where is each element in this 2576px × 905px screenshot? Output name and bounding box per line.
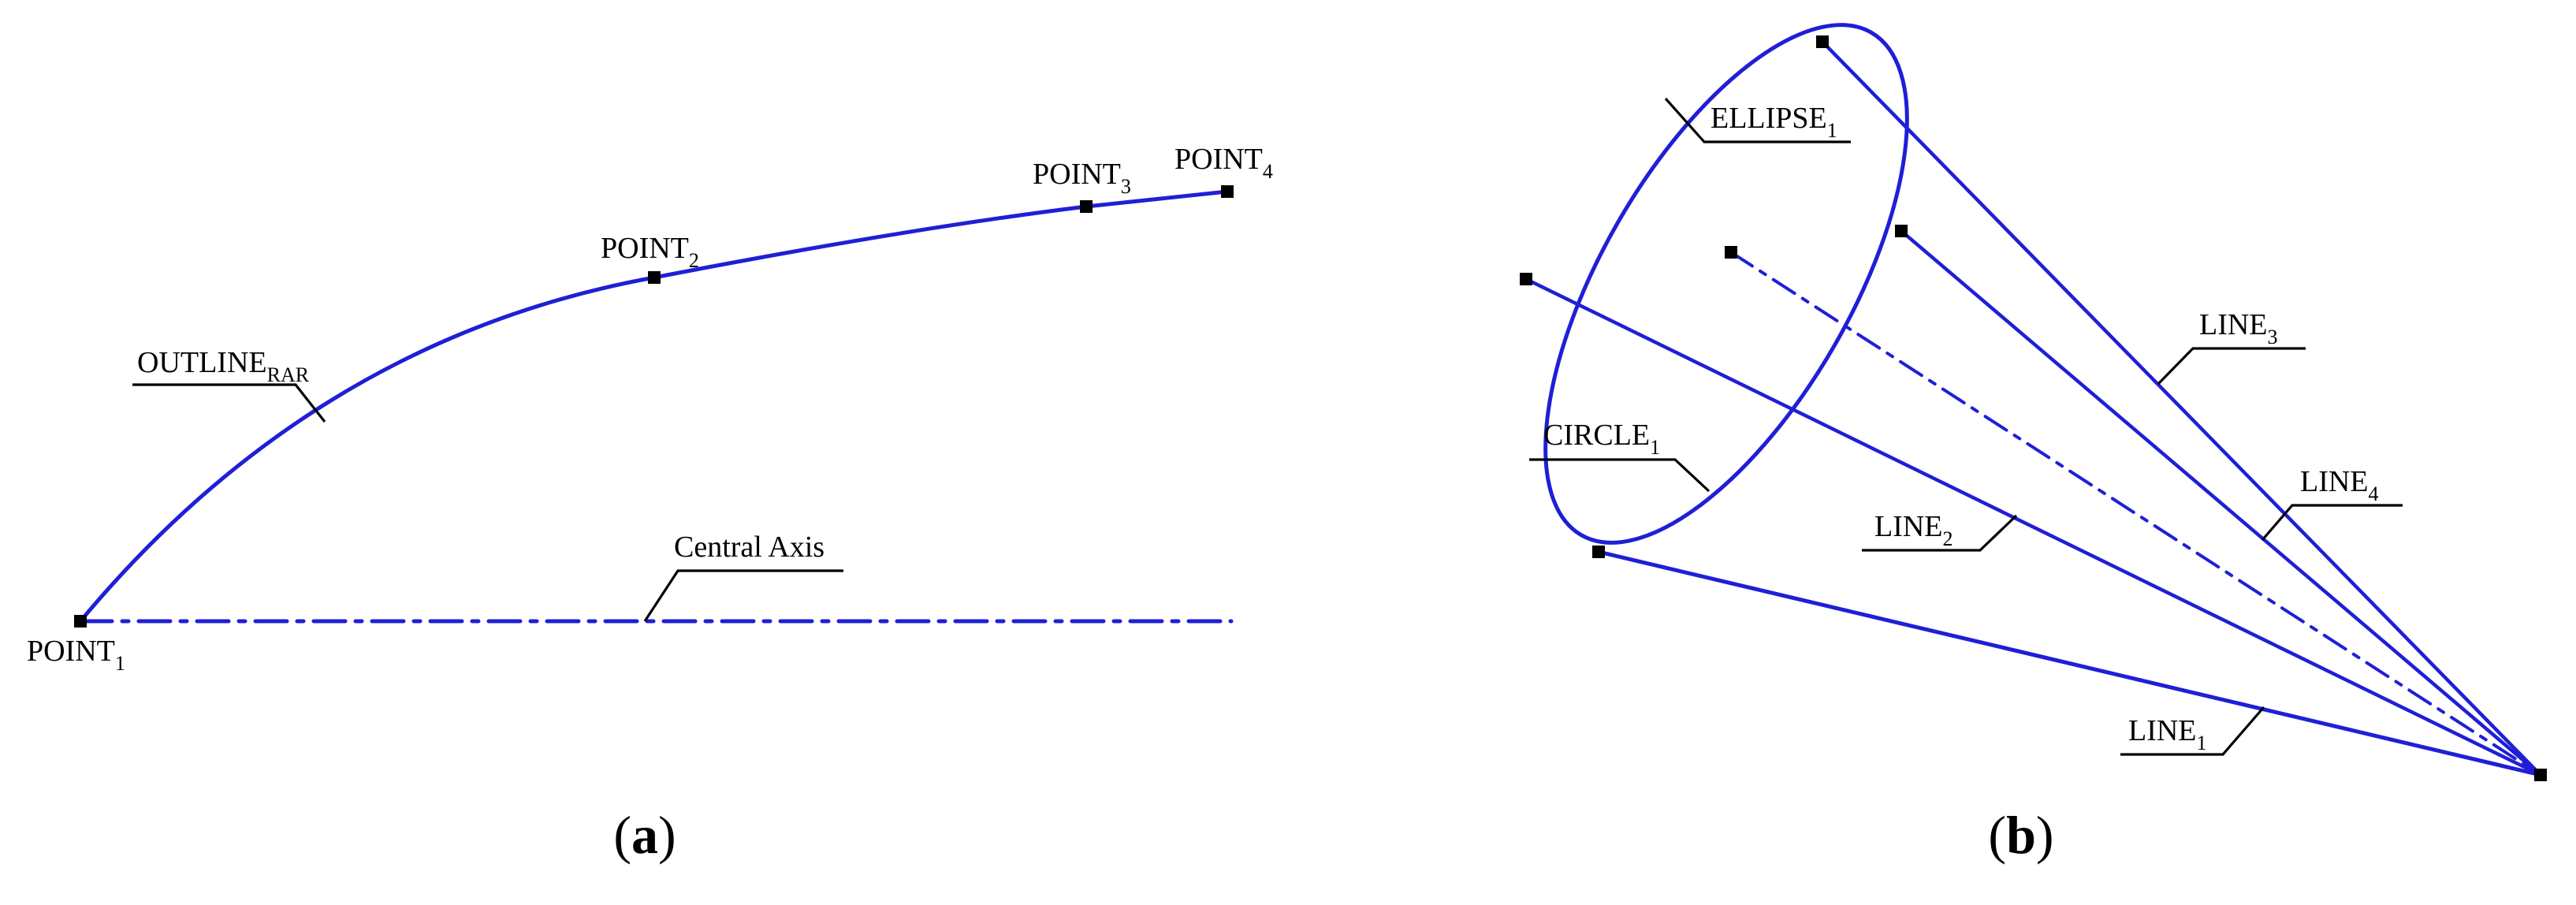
point2-node [648,271,661,284]
line1-label: LINE1 [2128,714,2207,754]
cone-axis-line [1729,251,2542,777]
line2-leader [1862,514,2018,552]
ellipse1-leader [1664,97,1851,143]
line4-label: LINE4 [2300,465,2379,505]
point2-label: POINT2 [601,232,699,272]
ellipse1-label: ELLIPSE1 [1711,102,1837,142]
circle1-label: CIRCLE1 [1543,419,1660,459]
point3-label: POINT3 [1033,158,1131,198]
line1-shape [1596,549,2543,777]
ellipse-center-node [1725,246,1737,259]
outline-rar-curve [78,189,1230,624]
panel-a-caption: (a) [613,805,676,865]
point3-node [1080,200,1093,213]
circle1-leader [1529,458,1711,493]
line3-leader [2157,347,2306,385]
point1-node [74,615,87,628]
ellipse-right-node [1895,225,1908,237]
line3-label: LINE3 [2199,308,2278,348]
ellipse-bottom-node [1592,546,1605,558]
line2-label: LINE2 [1874,510,1953,550]
panel-b: ELLIPSE1 CIRCLE1 LINE3 LINE4 LINE2 LINE1… [1520,23,2547,865]
central-axis-label: Central Axis [674,531,825,564]
apex-node [2534,769,2547,781]
ellipse1-shape [1543,23,1909,545]
outline-leader [132,383,326,423]
point4-label: POINT4 [1174,143,1273,183]
axis-leader [643,569,843,622]
ellipse-left-node [1520,273,1532,285]
line4-shape [1899,229,2543,777]
point4-node [1221,185,1234,198]
line4-leader [2261,504,2403,542]
outline-rar-label: OUTLINERAR [137,346,310,386]
ellipse-top-node [1816,35,1829,48]
line1-leader [2120,706,2265,756]
point1-label: POINT1 [27,635,125,675]
line3-shape [1820,39,2543,777]
panel-a: POINT1 POINT2 POINT3 POINT4 OUTLINERAR C… [27,143,1273,865]
panel-b-caption: (b) [1988,805,2053,865]
line2-shape [1524,277,2543,777]
